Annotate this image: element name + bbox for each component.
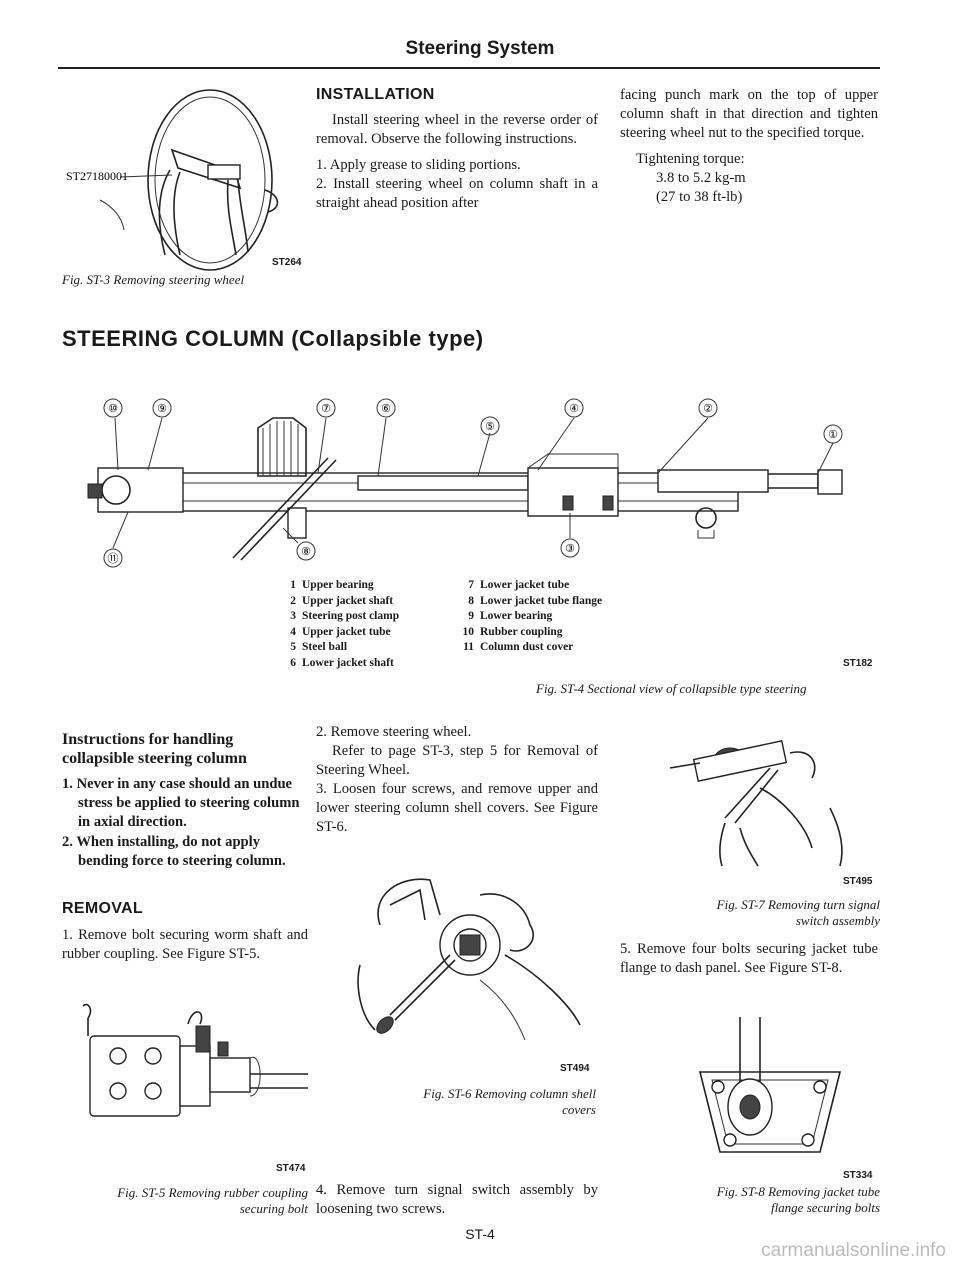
page-number: ST-4 bbox=[465, 1226, 495, 1242]
installation-step-1: 1. Apply grease to sliding portions. bbox=[316, 157, 521, 173]
fig-st4-code: ST182 bbox=[843, 658, 873, 669]
removal-steps-2-3: 2. Remove steering wheel. Refer to page … bbox=[316, 723, 598, 837]
torque-label: Tightening torque: bbox=[636, 151, 745, 167]
page-header-title: Steering System bbox=[405, 38, 555, 59]
installation-column-1: Install steering wheel in the reverse or… bbox=[316, 111, 598, 213]
callout-7: ⑦ bbox=[316, 398, 336, 418]
removal-step-2: 2. Remove steering wheel. bbox=[316, 724, 472, 740]
removal-step-3: 3. Loosen four screws, and remove upper … bbox=[316, 781, 598, 835]
handling-heading: Instructions for handling collapsible st… bbox=[62, 730, 247, 768]
fig-st6-illustration bbox=[357, 878, 581, 1041]
svg-text:⑧: ⑧ bbox=[301, 546, 311, 558]
svg-text:⑨: ⑨ bbox=[157, 403, 167, 415]
fig-st5-illustration bbox=[82, 1003, 308, 1117]
callout-9: ⑨ bbox=[152, 398, 172, 418]
callout-10: ⑩ bbox=[103, 398, 123, 418]
fig-st5-caption: Fig. ST-5 Removing rubber coupling secur… bbox=[72, 1185, 308, 1217]
installation-intro: Install steering wheel in the reverse or… bbox=[316, 112, 598, 147]
watermark: carmanualsonline.info bbox=[761, 1240, 946, 1261]
fig-st6-code: ST494 bbox=[560, 1063, 590, 1074]
callout-11: ⑪ bbox=[103, 548, 123, 568]
fig-st8-illustration bbox=[698, 1017, 842, 1153]
header-rule bbox=[58, 67, 880, 69]
fig-st3-illustration: ST27180001 bbox=[66, 89, 279, 271]
svg-text:⑤: ⑤ bbox=[485, 421, 495, 433]
fig-st3-caption: Fig. ST-3 Removing steering wheel bbox=[62, 272, 245, 287]
svg-text:⑦: ⑦ bbox=[321, 403, 331, 415]
handling-item-2: 2. When installing, do not apply bending… bbox=[62, 834, 286, 869]
installation-step-2a: 2. Install steering wheel on column shaf… bbox=[316, 176, 598, 211]
callout-6: ⑥ bbox=[376, 398, 396, 418]
callout-5: ⑤ bbox=[480, 416, 500, 436]
svg-text:③: ③ bbox=[565, 543, 575, 555]
fig-st7-caption-line-2: switch assembly bbox=[795, 913, 880, 928]
handling-list: 1. Never in any case should an undue str… bbox=[62, 775, 310, 871]
fig-st3-code: ST264 bbox=[272, 257, 302, 268]
fig-st7-caption-line-1: Fig. ST-7 Removing turn signal bbox=[716, 897, 880, 912]
fig-st8-caption-line-2: flange securing bolts bbox=[770, 1200, 880, 1215]
svg-text:⑩: ⑩ bbox=[108, 403, 118, 415]
fig-st4-caption: Fig. ST-4 Sectional view of collapsible … bbox=[536, 681, 807, 696]
svg-text:④: ④ bbox=[569, 403, 579, 415]
svg-text:⑪: ⑪ bbox=[108, 552, 119, 565]
fig-st8-caption: Fig. ST-8 Removing jacket tube flange se… bbox=[624, 1184, 880, 1216]
fig-st6-caption-line-1: Fig. ST-6 Removing column shell bbox=[423, 1086, 596, 1101]
removal-step-5: 5. Remove four bolts securing jacket tub… bbox=[620, 941, 878, 976]
installation-column-2: facing punch mark on the top of upper co… bbox=[620, 86, 878, 207]
installation-heading: INSTALLATION bbox=[316, 86, 435, 103]
removal-step-4: 4. Remove turn signal switch assembly by… bbox=[316, 1182, 598, 1217]
handling-item-1: 1. Never in any case should an undue str… bbox=[62, 776, 300, 830]
callout-1: ① bbox=[823, 424, 843, 444]
installation-step-2b: facing punch mark on the top of upper co… bbox=[620, 87, 878, 141]
fig-st8-caption-line-1: Fig. ST-8 Removing jacket tube bbox=[716, 1184, 880, 1199]
removal-step-1: 1. Remove bolt securing worm shaft and r… bbox=[62, 927, 308, 962]
svg-text:⑥: ⑥ bbox=[381, 403, 391, 415]
fig-st7-code: ST495 bbox=[843, 876, 873, 887]
torque-metric: 3.8 to 5.2 kg-m bbox=[656, 170, 746, 186]
handling-heading-line-2: collapsible steering column bbox=[62, 750, 247, 767]
callout-3: ③ bbox=[560, 538, 580, 558]
fig-st6-caption-line-2: covers bbox=[562, 1102, 596, 1117]
torque-imperial: (27 to 38 ft-lb) bbox=[656, 189, 743, 205]
callout-2: ② bbox=[698, 398, 718, 418]
removal-heading: REMOVAL bbox=[62, 900, 143, 917]
removal-step-2-ref: Refer to page ST-3, step 5 for Removal o… bbox=[316, 743, 598, 778]
callout-8: ⑧ bbox=[296, 541, 316, 561]
svg-text:②: ② bbox=[703, 403, 713, 415]
svg-text:①: ① bbox=[828, 429, 838, 441]
fig-st3-part-no: ST27180001 bbox=[66, 169, 128, 183]
fig-st5-caption-line-2: securing bolt bbox=[239, 1201, 308, 1216]
fig-st4-sectional-view: ⑩ ⑨ ⑦ ⑥ ⑤ ④ ② ① ⑧ ③ ⑪ bbox=[87, 398, 843, 568]
fig-st7-caption: Fig. ST-7 Removing turn signal switch as… bbox=[624, 897, 880, 929]
fig-st6-caption: Fig. ST-6 Removing column shell covers bbox=[330, 1086, 596, 1118]
fig-st5-caption-line-1: Fig. ST-5 Removing rubber coupling bbox=[117, 1185, 308, 1200]
callout-4: ④ bbox=[564, 398, 584, 418]
fig-st8-code: ST334 bbox=[843, 1170, 873, 1181]
handling-heading-line-1: Instructions for handling bbox=[62, 731, 234, 748]
fig-st7-illustration bbox=[669, 740, 843, 867]
steering-column-heading: STEERING COLUMN (Collapsible type) bbox=[62, 326, 484, 351]
fig-st5-code: ST474 bbox=[276, 1163, 306, 1174]
